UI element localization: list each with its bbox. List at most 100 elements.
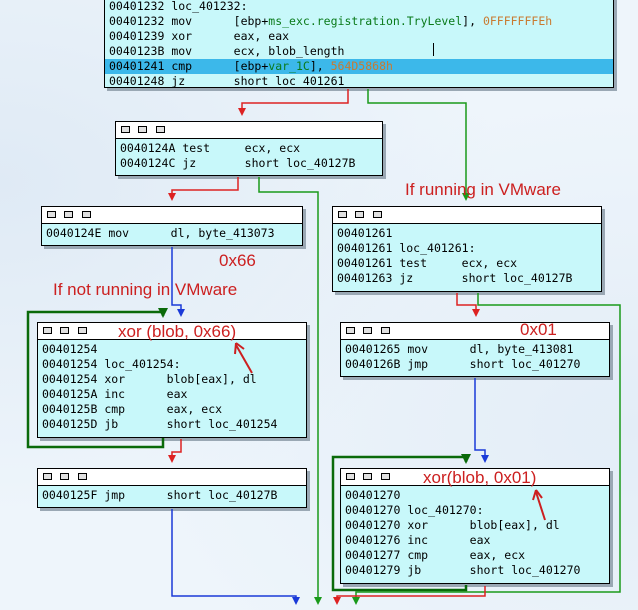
operands[interactable]: eax: [166, 387, 188, 401]
instruction-row[interactable]: 0040124A test ecx, ecx: [120, 141, 378, 156]
operands[interactable]: ecx, blob_length: [233, 44, 345, 58]
instruction-row[interactable]: 00401265 mov dl, byte_413081: [345, 342, 605, 357]
group-icon[interactable]: [78, 473, 87, 480]
operands[interactable]: short loc_401270: [469, 563, 581, 577]
block-header: [341, 323, 609, 340]
instruction-row[interactable]: 00401261 test ecx, ecx: [337, 256, 597, 271]
variable-ref[interactable]: var_1C: [268, 59, 310, 73]
instruction-row[interactable]: 00401248 jz short loc_401261: [109, 74, 609, 89]
instruction-row[interactable]: 0040124C jz short loc_40127B: [120, 156, 378, 171]
color-icon[interactable]: [43, 473, 52, 480]
color-icon[interactable]: [338, 211, 347, 218]
code-block-401254[interactable]: 00401254 00401254 loc_401254:00401254 xo…: [37, 322, 307, 438]
instruction-row[interactable]: 00401239 xor eax, eax: [109, 29, 609, 44]
operands[interactable]: short loc_401254: [166, 417, 278, 431]
code-block-40124E[interactable]: 0040124E mov dl, byte_413073: [41, 206, 303, 246]
operands[interactable]: short loc_401270: [469, 357, 581, 371]
instruction-row[interactable]: 00401232 loc_401232:: [109, 0, 609, 14]
image-icon[interactable]: [138, 126, 147, 133]
address-label: 00401232: [109, 0, 165, 13]
instruction-row[interactable]: 00401254 xor blob[eax], dl: [42, 372, 302, 387]
image-icon[interactable]: [363, 473, 372, 480]
group-icon[interactable]: [82, 211, 91, 218]
block-body: 00401254 00401254 loc_401254:00401254 xo…: [38, 340, 306, 434]
variable-ref[interactable]: ms_exc.registration.TryLevel: [268, 14, 463, 28]
group-icon[interactable]: [373, 211, 382, 218]
instruction-row[interactable]: 00401270: [345, 488, 605, 503]
annotation-arrow-xor66: [235, 344, 253, 374]
mnemonic: jb: [407, 563, 422, 577]
instruction-row[interactable]: 00401263 jz short loc_40127B: [337, 271, 597, 286]
operands[interactable]: eax, eax: [233, 29, 290, 43]
instruction-row[interactable]: 00401270 xor blob[eax], dl: [345, 518, 605, 533]
group-icon[interactable]: [381, 473, 390, 480]
address-label: 0040125B: [42, 402, 98, 416]
instruction-row[interactable]: 0040125B cmp eax, ecx: [42, 402, 302, 417]
code-block-401261[interactable]: 00401261 00401261 loc_401261:00401261 te…: [332, 206, 602, 292]
address-label: 00401265: [345, 342, 401, 356]
code-block-401270[interactable]: 00401270 00401270 loc_401270:00401270 xo…: [340, 468, 610, 584]
mnemonic: inc: [104, 387, 126, 401]
instruction-row[interactable]: 00401270 loc_401270:: [345, 503, 605, 518]
address-label: 00401232: [109, 14, 165, 28]
operands[interactable]: ecx, ecx: [244, 141, 301, 155]
instruction-row[interactable]: 00401254 loc_401254:: [42, 357, 302, 372]
instruction-row[interactable]: 00401232 mov [ebp+ms_exc.registration.Tr…: [109, 14, 553, 28]
instruction-row[interactable]: 0040123B mov ecx, blob_length: [109, 44, 609, 59]
color-icon[interactable]: [47, 211, 56, 218]
instruction-row[interactable]: 00401254: [42, 342, 302, 357]
instruction-row[interactable]: 00401279 jb short loc_401270: [345, 563, 605, 578]
block-header: [116, 122, 382, 139]
color-icon[interactable]: [346, 473, 355, 480]
group-icon[interactable]: [381, 327, 390, 334]
mnemonic: cmp: [104, 402, 126, 416]
operands[interactable]: short loc_401261: [233, 74, 345, 88]
operands[interactable]: blob[eax], dl: [166, 372, 257, 386]
annotation-arrow-xor66-head: [234, 342, 245, 355]
image-icon[interactable]: [363, 327, 372, 334]
operands[interactable]: eax, ecx: [166, 402, 223, 416]
operands[interactable]: blob[eax], dl: [469, 518, 560, 532]
annotation-hex-01: 0x01: [520, 320, 557, 339]
mnemonic: test: [399, 256, 428, 270]
operands[interactable]: ecx, ecx: [461, 256, 518, 270]
address-label: 0040124C: [120, 156, 176, 170]
instruction-row[interactable]: 00401261: [337, 226, 597, 241]
color-icon[interactable]: [43, 327, 52, 334]
block-header: [341, 469, 609, 486]
operands[interactable]: short loc_40127B: [166, 488, 278, 502]
block-header: [333, 207, 601, 224]
image-icon[interactable]: [64, 211, 73, 218]
operands[interactable]: eax, ecx: [469, 548, 526, 562]
mnemonic: jmp: [104, 488, 126, 502]
operands[interactable]: short loc_40127B: [461, 271, 573, 285]
image-icon[interactable]: [355, 211, 364, 218]
code-block-401232[interactable]: 00401232 loc_401232:00401232 mov [ebp+ms…: [104, 0, 614, 88]
code-block-40125F[interactable]: 0040125F jmp short loc_40127B: [37, 468, 307, 508]
instruction-row[interactable]: 00401241 cmp [ebp+var_1C], 564D5868h: [105, 59, 613, 74]
instruction-row[interactable]: 00401276 inc eax: [345, 533, 605, 548]
edge-n3-exit: [352, 293, 621, 605]
operands[interactable]: eax: [469, 533, 491, 547]
immediate-value: 564D5868h: [330, 59, 393, 73]
color-icon[interactable]: [346, 327, 355, 334]
mnemonic: jz: [399, 271, 414, 285]
group-icon[interactable]: [78, 327, 87, 334]
instruction-row[interactable]: 0040124E mov dl, byte_413073: [46, 226, 298, 241]
color-icon[interactable]: [121, 126, 130, 133]
group-icon[interactable]: [156, 126, 165, 133]
instruction-row[interactable]: 0040125F jmp short loc_40127B: [42, 488, 302, 503]
image-icon[interactable]: [60, 473, 69, 480]
operands[interactable]: dl, byte_413081: [469, 342, 574, 356]
operands[interactable]: short loc_40127B: [244, 156, 356, 170]
operands[interactable]: dl, byte_413073: [170, 226, 275, 240]
instruction-row[interactable]: 0040125A inc eax: [42, 387, 302, 402]
instruction-row[interactable]: 00401277 cmp eax, ecx: [345, 548, 605, 563]
instruction-row[interactable]: 00401261 loc_401261:: [337, 241, 597, 256]
instruction-row[interactable]: 0040125D jb short loc_401254: [42, 417, 302, 432]
address-label: 0040125D: [42, 417, 98, 431]
image-icon[interactable]: [60, 327, 69, 334]
instruction-row[interactable]: 0040126B jmp short loc_401270: [345, 357, 605, 372]
